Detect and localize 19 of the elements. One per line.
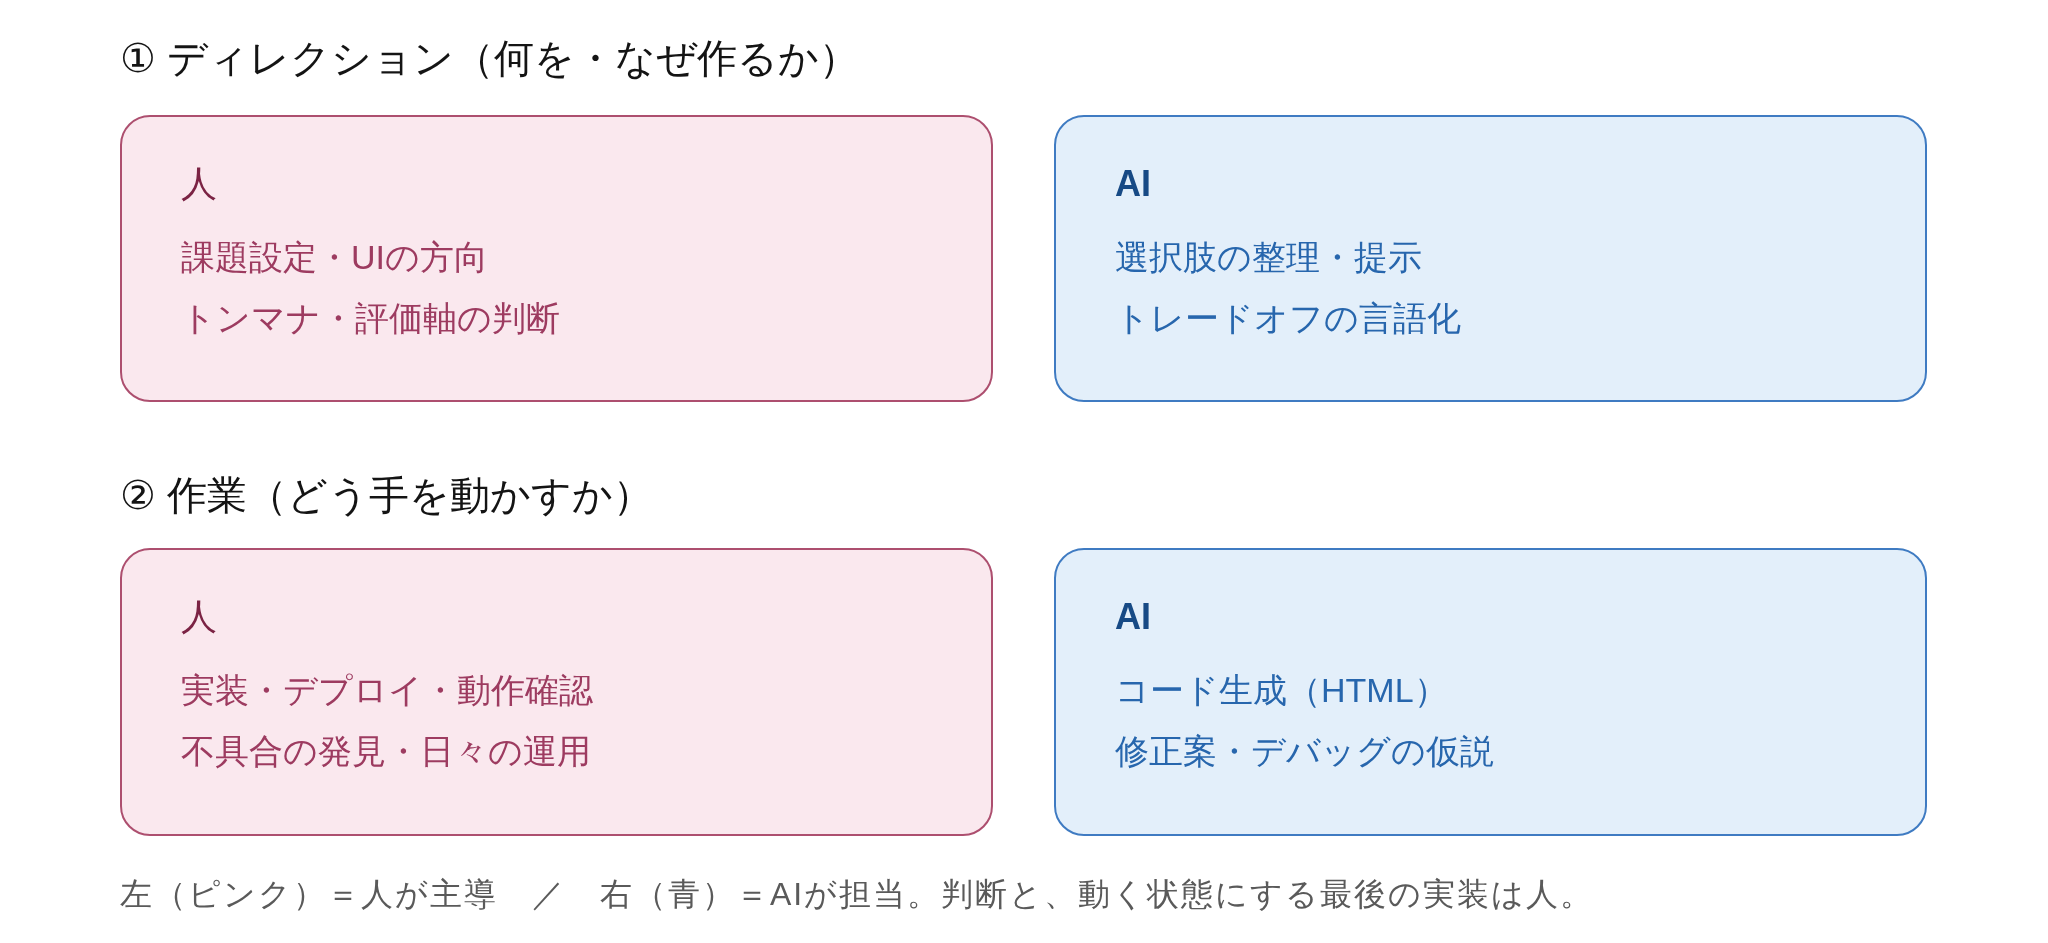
role-card [1054,548,1927,836]
card-item: コード生成（HTML） [1115,670,1448,711]
role-card [120,115,993,402]
card-title: 人 [181,595,217,639]
card-item: トンマナ・評価軸の判断 [181,298,560,339]
card-title: AI [1115,162,1151,206]
section-heading: ① ディレクション（何を・なぜ作るか） [120,35,859,82]
card-title: AI [1115,595,1151,639]
card-item: 実装・デプロイ・動作確認 [181,670,593,711]
section-heading: ② 作業（どう手を動かすか） [120,472,653,519]
card-title: 人 [181,162,217,206]
role-card [1054,115,1927,402]
card-item: 修正案・デバッグの仮説 [1115,731,1494,772]
card-item: 課題設定・UIの方向 [181,237,488,278]
caption: 左（ピンク）＝人が主導 ／ 右（青）＝AIが担当。判断と、動く状態にする最後の実装は人。 [120,875,1595,914]
card-item: トレードオフの言語化 [1115,298,1461,339]
card-item: 不具合の発見・日々の運用 [181,731,591,772]
card-item: 選択肢の整理・提示 [1115,237,1422,278]
role-card [120,548,993,836]
